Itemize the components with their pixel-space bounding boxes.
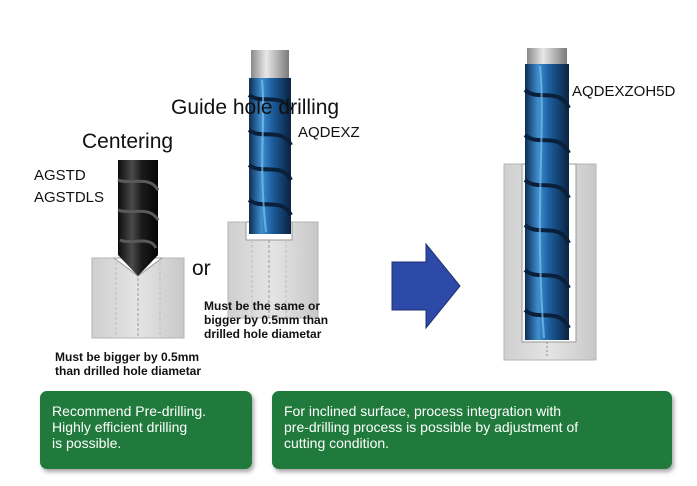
guide-note-line-2: bigger by 0.5mm than [204, 313, 329, 327]
or-label: or [192, 257, 211, 280]
right-box-line-1: For inclined surface, process integratio… [284, 403, 562, 419]
centering-code-2: AGSTDLS [34, 189, 105, 206]
inclined-surface-box: For inclined surface, process integratio… [272, 391, 672, 469]
guide-title: Guide hole drilling [171, 96, 340, 119]
left-box-line-1: Recommend Pre-drilling. [52, 403, 207, 419]
left-box-line-2: Highly efficient drilling [52, 419, 188, 435]
guide-note-line-3: drilled hole diametar [204, 327, 322, 341]
right-arrow-icon [391, 242, 461, 330]
guide-code: AQDEXZ [298, 124, 360, 141]
final-drill [523, 48, 571, 358]
predrill-recommendation-box: Recommend Pre-drilling. Highly efficient… [40, 391, 252, 469]
right-box-line-2: pre-drilling process is possible by adju… [284, 419, 579, 435]
centering-note-line-2: than drilled hole diametar [55, 364, 202, 378]
centering-drill [117, 160, 160, 276]
guide-drill [247, 50, 293, 234]
centering-note: Must be bigger by 0.5mm than drilled hol… [55, 350, 255, 378]
guide-note: Must be the same or bigger by 0.5mm than… [204, 299, 384, 341]
left-box-line-3: is possible. [52, 435, 122, 451]
centering-note-line-1: Must be bigger by 0.5mm [55, 350, 200, 364]
final-code: AQDEXZOH5D [572, 83, 676, 100]
centering-code-1: AGSTD [34, 167, 86, 184]
guide-note-line-1: Must be the same or [204, 299, 321, 313]
right-box-line-3: cutting condition. [284, 435, 390, 451]
centering-title: Centering [82, 130, 174, 153]
